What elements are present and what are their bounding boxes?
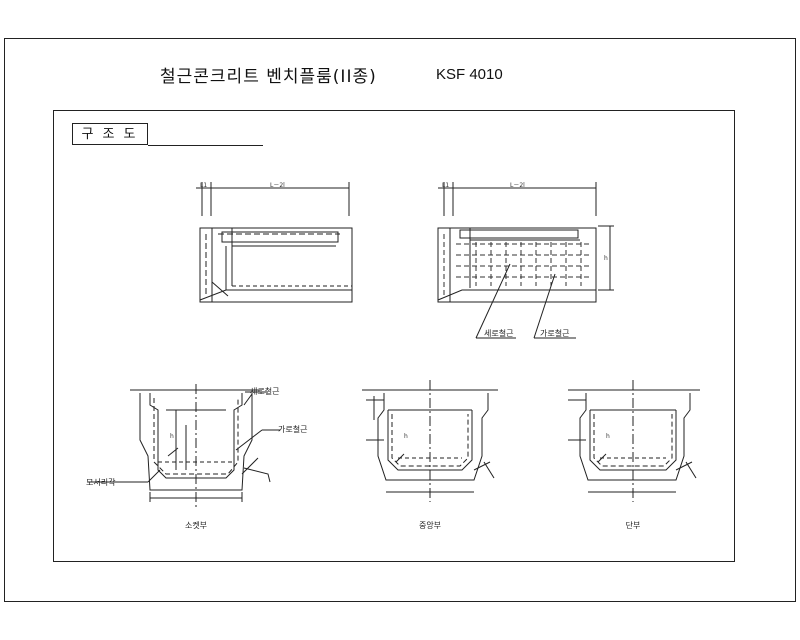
view-label-center: 중앙부 <box>419 520 441 530</box>
section-socket <box>88 384 280 510</box>
outer-frame <box>4 38 796 602</box>
dim-h-end: h <box>606 433 610 440</box>
dim-height: h <box>604 255 608 262</box>
label-vertical-rebar-top: 세로철근 <box>484 328 513 338</box>
inner-frame <box>53 110 735 562</box>
dim-l1-right: L1 <box>442 182 449 189</box>
dim-h-socket: h <box>170 433 174 440</box>
view-label-socket: 소켓부 <box>185 520 207 530</box>
dim-l1-left: L1 <box>200 182 207 189</box>
standard-code: KSF 4010 <box>436 66 503 83</box>
label-horizontal-rebar-section: 가로철근 <box>278 424 307 434</box>
label-vertical-rebar-section: 세로철근 <box>250 386 279 396</box>
dim-length-left: L－2l <box>270 182 285 189</box>
elevation-left <box>196 182 353 303</box>
dim-h-center: h <box>404 433 408 440</box>
view-label-end: 단부 <box>626 520 641 530</box>
section-end <box>568 380 700 502</box>
elevation-right <box>437 182 614 339</box>
label-horizontal-rebar-top: 가로철근 <box>540 328 569 338</box>
section-label: 구조도 <box>72 123 148 145</box>
section-underline <box>148 145 263 146</box>
dim-length-right: L－2l <box>510 182 525 189</box>
section-center <box>362 380 498 502</box>
label-chamfer: 모서리각 <box>86 477 116 487</box>
drawing-title: 철근콘크리트 벤치플룸(II종) <box>160 67 377 87</box>
